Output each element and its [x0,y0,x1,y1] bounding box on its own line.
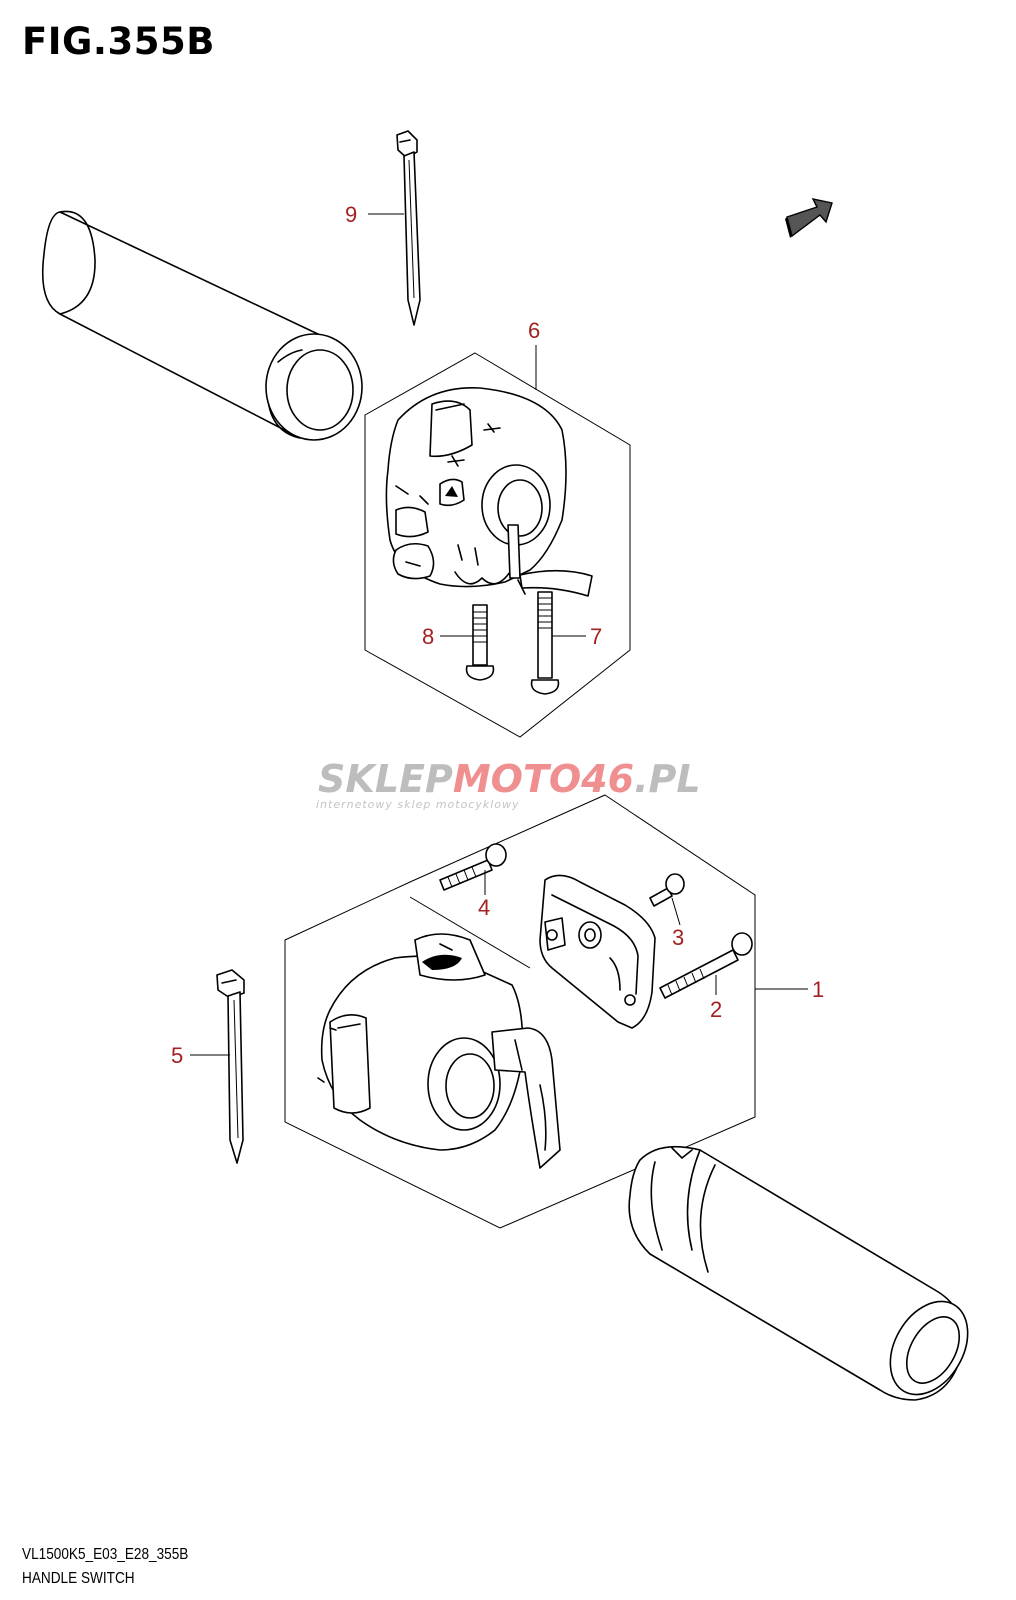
cable-tie-9 [396,130,421,326]
callout-9: 9 [345,202,357,227]
right-switch-housing [317,933,561,1169]
watermark-brand-suffix: .PL [634,757,701,801]
callout-3: 3 [672,925,684,950]
watermark-brand-accent: MOTO46 [453,757,634,801]
watermark-tagline: internetowy sklep motocyklowy [316,798,520,811]
model-code: VL1500K5_E03_E28_355B [22,1546,189,1563]
callout-4: 4 [478,895,490,920]
screw-3 [649,873,685,907]
figure-title: FIG.355B [22,20,215,63]
throttle-grip [628,1145,969,1401]
watermark-brand-main: SKLEP [318,757,453,801]
screw-8 [465,604,495,681]
direction-arrow-icon [785,198,833,238]
switch-base-plate [539,874,656,1029]
screw-4 [439,843,507,891]
screw-7 [530,591,560,695]
left-switch-housing [385,386,593,597]
callout-2: 2 [710,997,722,1022]
callout-1: 1 [812,977,824,1002]
callout-6: 6 [528,318,540,343]
figure-footer: VL1500K5_E03_E28_355B HANDLE SWITCH [22,1543,188,1591]
assembly-6-frame [364,352,631,738]
callout-7: 7 [590,624,602,649]
assembly-1-frame [284,794,756,1229]
figure-caption: HANDLE SWITCH [22,1570,135,1587]
cable-tie-5 [216,969,245,1164]
screw-2 [659,932,753,999]
watermark: SKLEPMOTO46.PL internetowy sklep motocyk… [316,757,701,811]
callout-8: 8 [422,624,434,649]
svg-text:SKLEPMOTO46.PL: SKLEPMOTO46.PL [318,757,701,801]
callout-5: 5 [171,1043,183,1068]
left-grip [41,210,363,441]
